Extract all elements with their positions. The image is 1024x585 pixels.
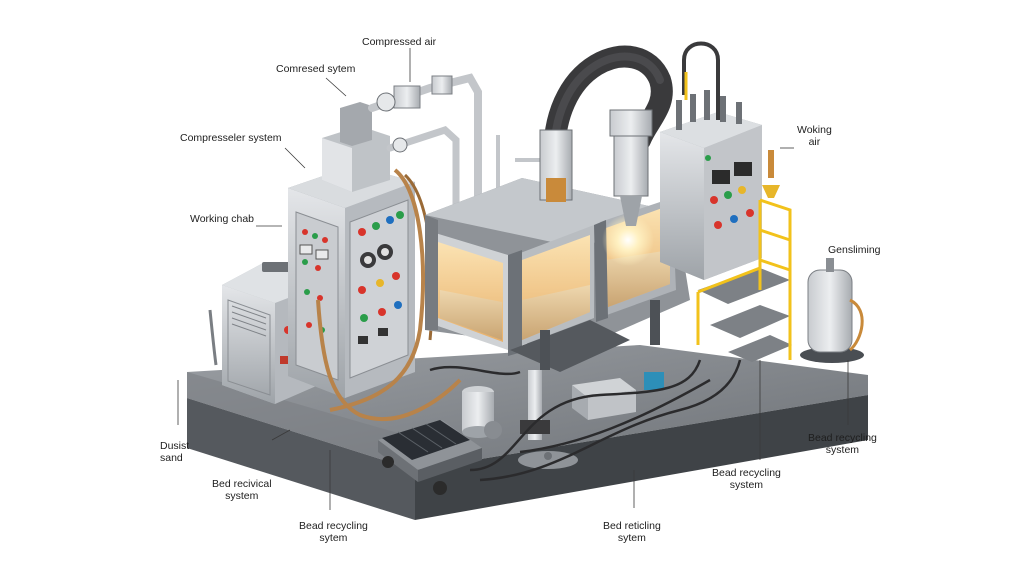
label-bead-recycling-center-line2: system <box>729 479 764 491</box>
label-working-chab: Working chab <box>190 213 255 225</box>
control-tower <box>288 102 415 398</box>
label-bead-recycling-center-line1: Bead recycling <box>712 467 781 479</box>
access-stairs <box>696 198 792 362</box>
label-bed-reticling-line1: Bed reticling <box>603 520 661 532</box>
label-dusist-sand: Dusist sand <box>160 440 189 464</box>
label-bead-recycling-sytem-line1: Bead recycling <box>299 520 368 532</box>
label-woking-air-line1: Woking <box>797 124 832 136</box>
blast-nozzle-assembly <box>539 45 673 226</box>
blast-chamber <box>425 178 690 372</box>
label-bed-recivical-line1: Bed recivical <box>212 478 272 490</box>
label-bead-recycling-sytem-line2: sytem <box>319 532 348 544</box>
label-bed-reticling-line2: sytem <box>617 532 646 544</box>
gas-cylinder <box>800 258 864 363</box>
label-bead-recycling-right-line1: Bead recycling <box>808 432 877 444</box>
right-control-tower <box>660 41 762 280</box>
bead-recycling-components <box>462 370 664 469</box>
label-bead-recycling-right-line2: system <box>825 444 860 456</box>
label-bed-reticling-sytem: Bed reticling sytem <box>603 520 661 544</box>
ground-cables <box>429 359 742 482</box>
label-bead-recycling-system-right: Bead recycling system <box>808 432 877 456</box>
label-bed-recivical-line2: system <box>225 490 259 502</box>
label-bed-recivical-system: Bed recivical system <box>212 478 272 502</box>
label-gensliming: Gensliming <box>828 244 881 256</box>
label-comresed-sytem: Comresed sytem <box>276 63 356 75</box>
label-woking-air: Woking air <box>797 124 832 148</box>
label-woking-air-line2: air <box>808 136 821 148</box>
label-bead-recycling-sytem: Bead recycling sytem <box>299 520 368 544</box>
label-compresseler-system: Compresseler system <box>180 132 282 144</box>
label-dusist-line1: Dusist <box>160 440 190 452</box>
pressure-nozzle <box>762 150 780 198</box>
recycling-cart <box>378 420 482 495</box>
leader-lines <box>177 48 849 510</box>
label-dusist-line2: sand <box>160 452 183 464</box>
label-compressed-air: Compressed air <box>362 36 437 48</box>
label-bead-recycling-system-center: Bead recycling system <box>712 467 781 491</box>
